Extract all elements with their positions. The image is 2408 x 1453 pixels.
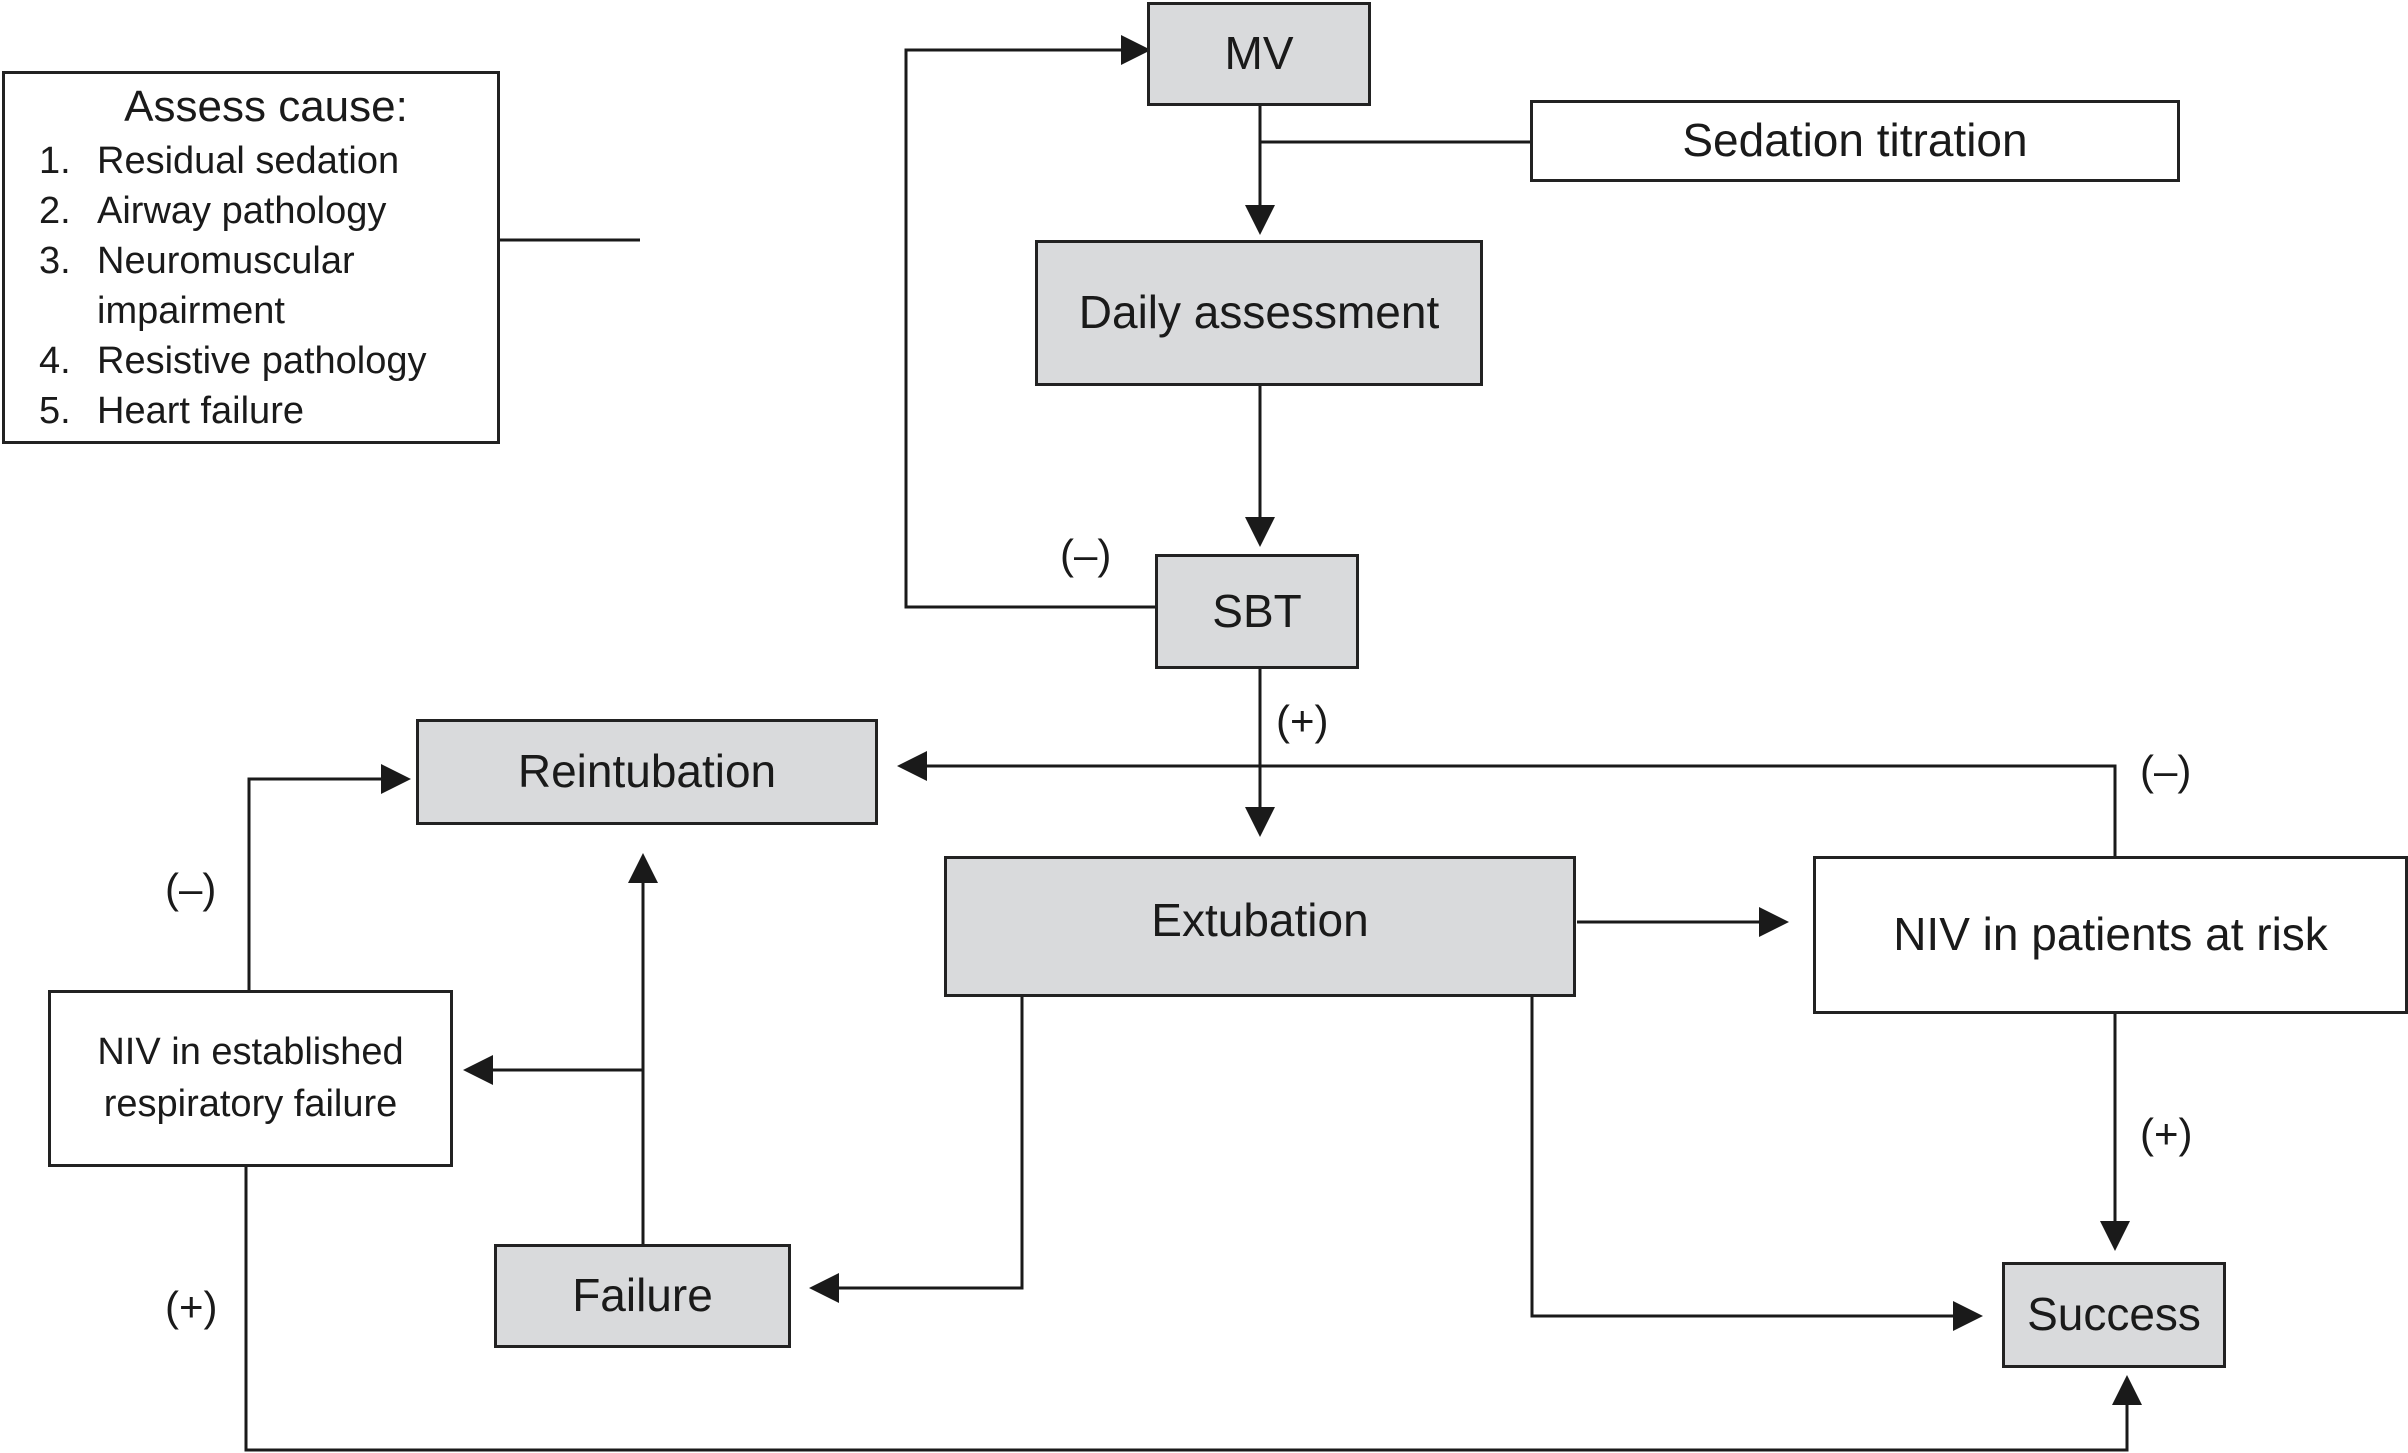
edge-label-nivrisk-reintubation: (–) xyxy=(2140,747,2192,794)
node-mv: MV xyxy=(1147,2,1371,106)
edge-label-sbt-mv: (–) xyxy=(1060,531,1112,578)
niv-established-line1: NIV in established xyxy=(97,1031,404,1074)
assess-cause-item: 3.Neuromuscular impairment xyxy=(39,240,355,332)
node-daily-assessment: Daily assessment xyxy=(1035,240,1483,386)
assess-cause-item: 5.Heart failure xyxy=(39,390,304,432)
node-extubation: Extubation xyxy=(944,856,1576,997)
node-niv-at-risk: NIV in patients at risk xyxy=(1813,856,2408,1014)
assess-cause-list: 1.Residual sedation 2.Airway pathology 3… xyxy=(5,136,497,436)
assess-cause-item: 2.Airway pathology xyxy=(39,190,387,232)
assess-cause-item: 1.Residual sedation xyxy=(39,140,400,182)
node-sbt: SBT xyxy=(1155,554,1359,669)
node-success: Success xyxy=(2002,1262,2226,1368)
arrow-nivrisk-reintubation xyxy=(897,751,2117,856)
arrow-extubation-failure xyxy=(809,997,1024,1303)
node-niv-established: NIV in established respiratory failure xyxy=(48,990,453,1167)
arrow-sbt-mv xyxy=(904,35,1156,609)
node-sedation-titration: Sedation titration xyxy=(1530,100,2180,182)
assess-cause-item: 4.Resistive pathology xyxy=(39,340,427,382)
assess-cause-title: Assess cause: xyxy=(124,82,408,131)
edge-label-nivest-success: (+) xyxy=(165,1283,218,1330)
edge-label-nivrisk-success: (+) xyxy=(2140,1110,2193,1157)
arrow-extubation-success xyxy=(1530,997,1983,1331)
node-failure: Failure xyxy=(494,1244,791,1348)
edge-label-sbt-extubation: (+) xyxy=(1276,697,1329,744)
niv-established-line2: respiratory failure xyxy=(103,1082,398,1125)
arrow-nivest-success xyxy=(244,1167,2142,1452)
arrow-nivest-reintubation xyxy=(247,764,411,990)
node-reintubation: Reintubation xyxy=(416,719,878,825)
edge-label-nivest-reintubation: (–) xyxy=(165,865,217,912)
assess-cause-box: Assess cause: 1.Residual sedation 2.Airw… xyxy=(2,71,500,444)
